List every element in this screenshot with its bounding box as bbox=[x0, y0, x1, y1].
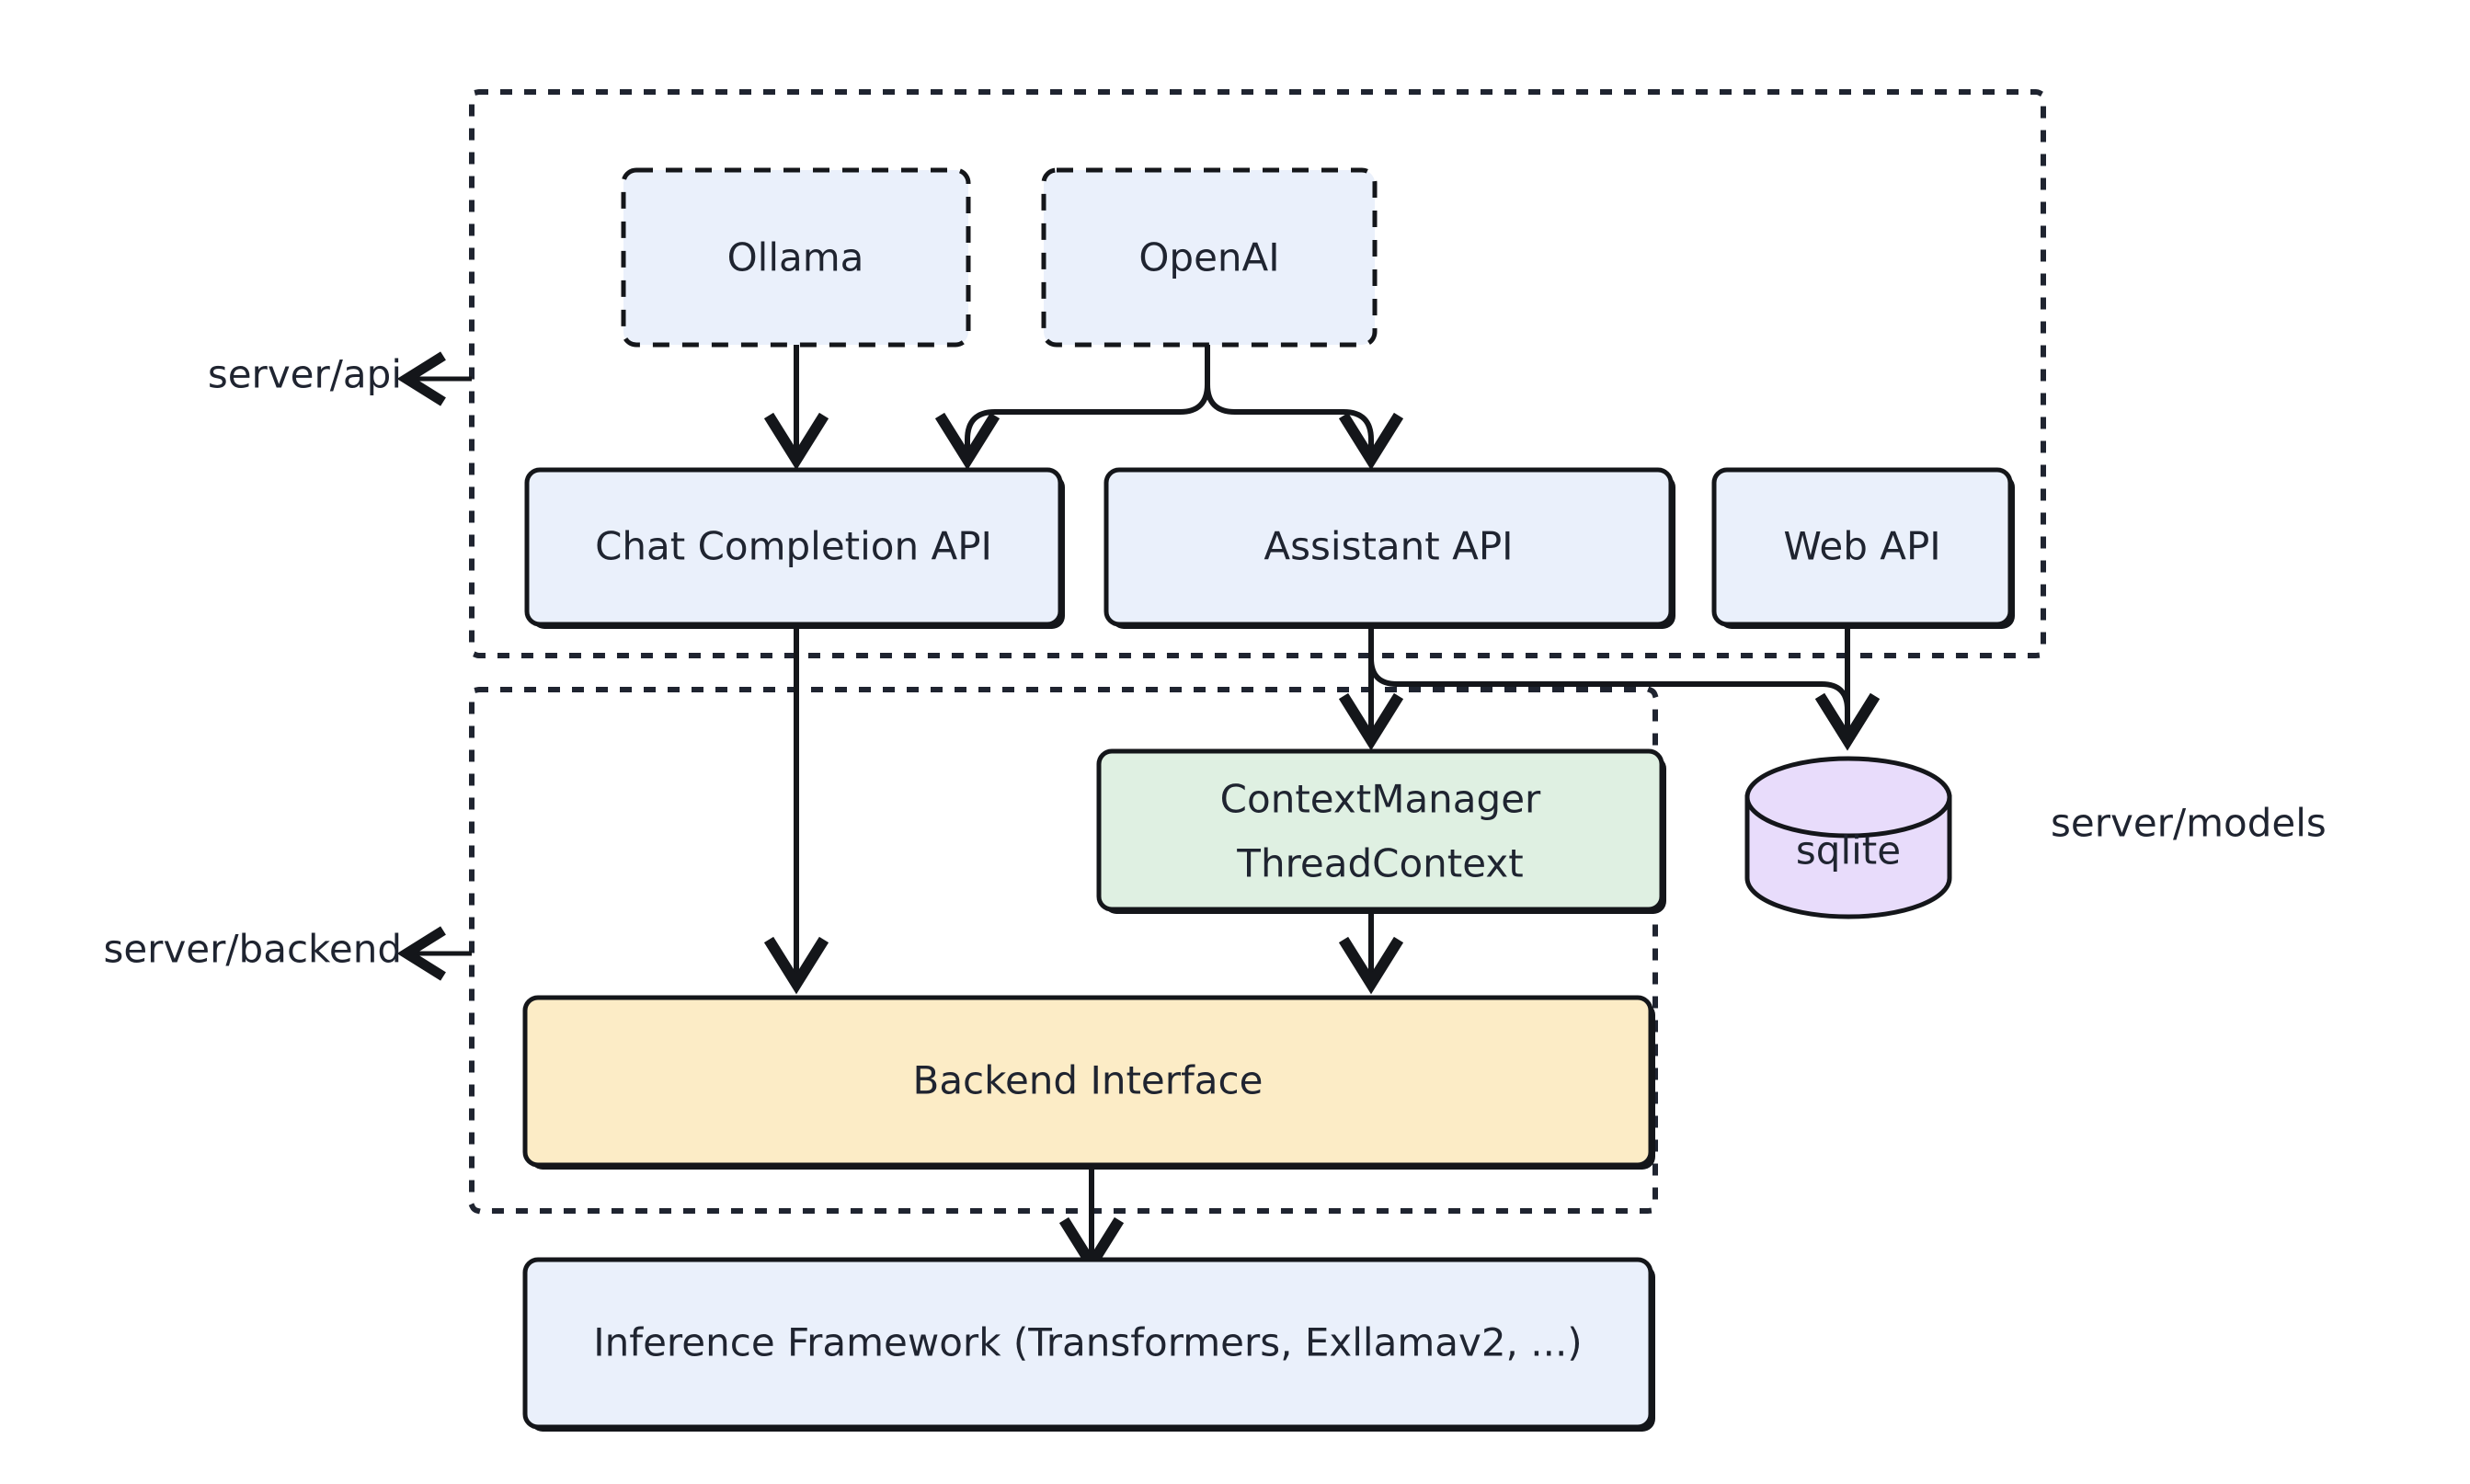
cluster-server-backend bbox=[469, 687, 1658, 1214]
node-assistant-api-label: Assistant API bbox=[1264, 524, 1513, 569]
cluster-server-api bbox=[469, 89, 2046, 658]
node-chat-completion-api[interactable]: Chat Completion API bbox=[524, 467, 1065, 629]
node-inference-framework[interactable]: Inference Framework (Transformers, Exlla… bbox=[522, 1257, 1655, 1432]
node-web-api[interactable]: Web API bbox=[1711, 467, 2015, 629]
node-backend-interface-label: Backend Interface bbox=[913, 1058, 1264, 1103]
node-sqlite-label: sqlite bbox=[1796, 828, 1901, 873]
cluster-label-server-models: server/models bbox=[2051, 801, 2327, 846]
node-context-manager-label-line1: ContextManager bbox=[1220, 777, 1541, 822]
node-ollama-label: Ollama bbox=[727, 235, 864, 280]
node-sqlite[interactable]: sqlite bbox=[1744, 756, 1952, 919]
node-sqlite-top bbox=[1744, 756, 1952, 839]
edge-openai-to-chat bbox=[934, 345, 1210, 471]
node-chat-completion-api-label: Chat Completion API bbox=[595, 524, 992, 569]
node-inference-shape bbox=[522, 1257, 1653, 1430]
node-context-shape bbox=[1096, 748, 1664, 912]
node-context-manager-label-line2: ThreadContext bbox=[1236, 841, 1523, 886]
cluster-label-server-api: server/api bbox=[208, 352, 402, 397]
node-backend-interface-shape bbox=[522, 995, 1653, 1168]
node-chat-shape bbox=[524, 467, 1063, 627]
node-inference-framework-label: Inference Framework (Transformers, Exlla… bbox=[593, 1320, 1582, 1365]
edge-openai-to-assistant bbox=[1205, 345, 1404, 471]
cluster-label-server-backend: server/backend bbox=[103, 927, 402, 972]
node-context-manager[interactable]: ContextManager ThreadContext bbox=[1096, 748, 1666, 914]
node-web-api-label: Web API bbox=[1783, 524, 1940, 569]
node-openai-shape bbox=[1041, 167, 1378, 348]
node-web-shape bbox=[1711, 467, 2013, 627]
node-ollama-shape bbox=[621, 167, 971, 348]
node-assistant-shape bbox=[1103, 467, 1674, 627]
node-ollama[interactable]: Ollama bbox=[621, 167, 971, 348]
edge-assistant-to-sqlite bbox=[1368, 623, 1881, 751]
node-backend-interface[interactable]: Backend Interface bbox=[522, 995, 1655, 1170]
node-openai-label: OpenAI bbox=[1138, 235, 1279, 280]
node-openai[interactable]: OpenAI bbox=[1041, 167, 1378, 348]
node-assistant-api[interactable]: Assistant API bbox=[1103, 467, 1675, 629]
